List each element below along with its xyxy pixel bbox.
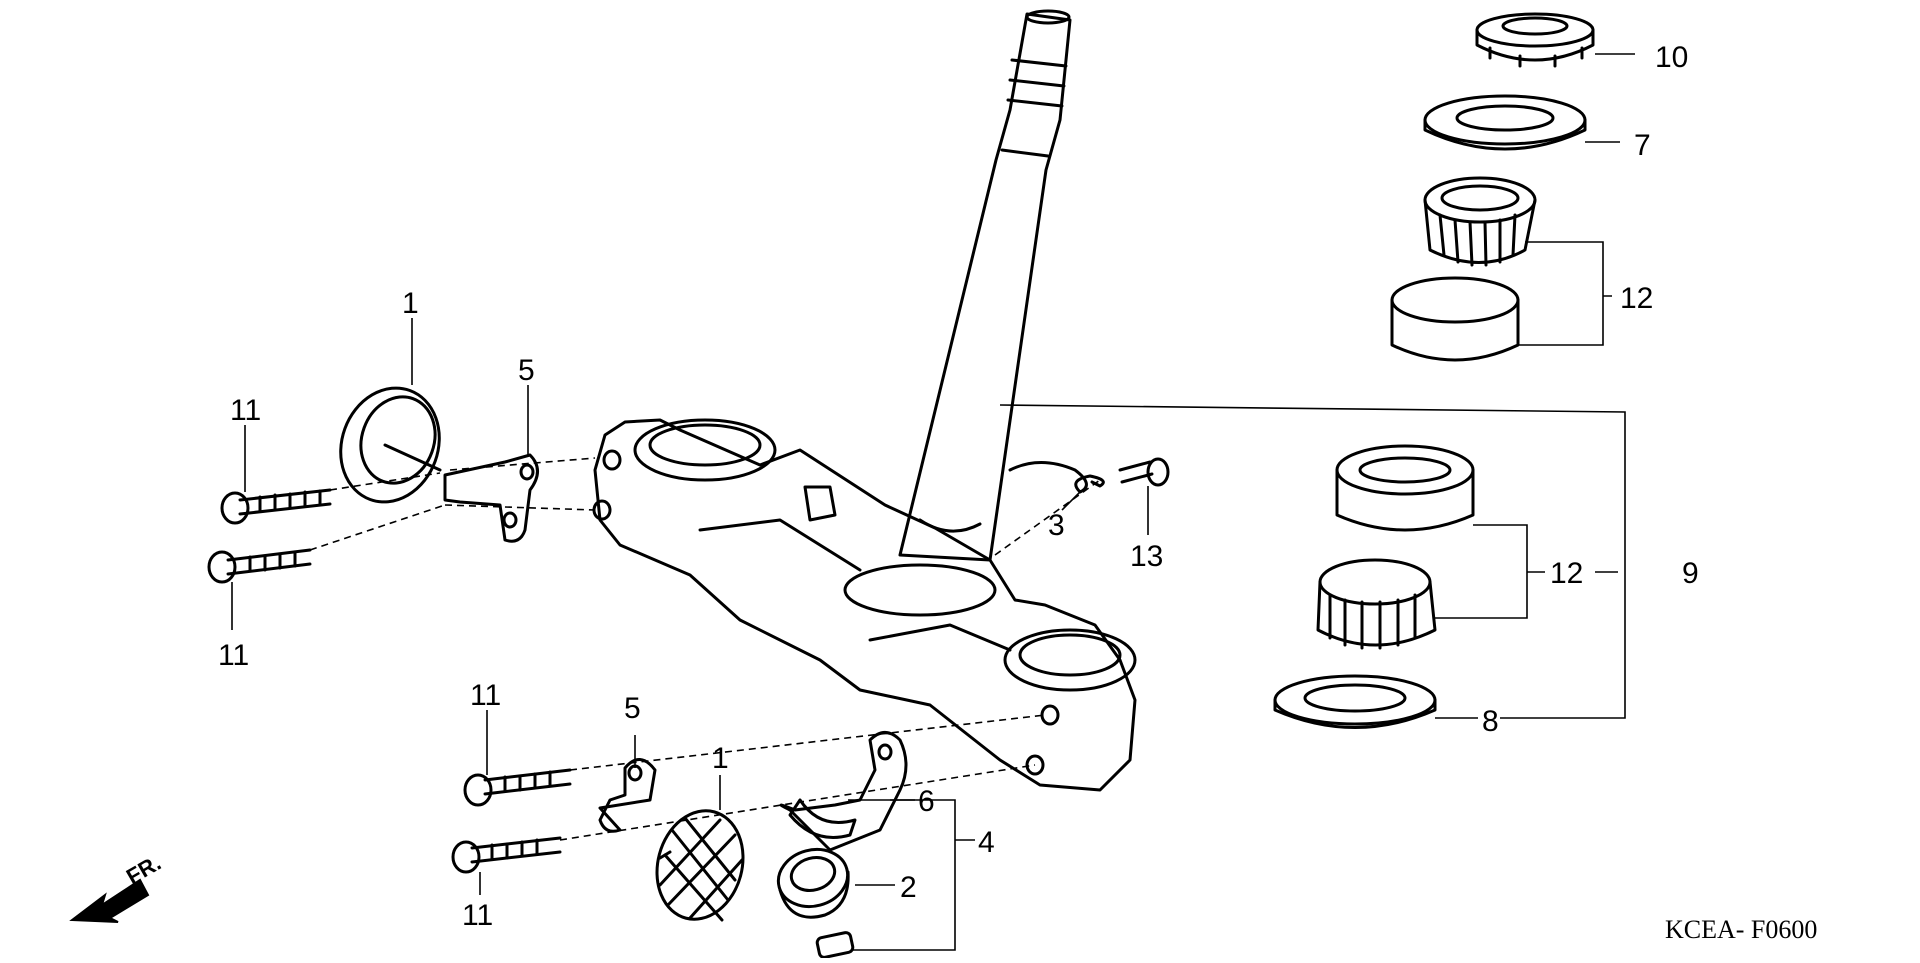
part-7-dust-seal xyxy=(1423,94,1587,151)
part-1-lower-cap xyxy=(655,809,745,922)
part-5-upper-bracket xyxy=(443,453,539,543)
part-12-upper-bearing xyxy=(1390,176,1537,362)
label-part-12-upper: 12 xyxy=(1620,282,1653,315)
part-2-grommet xyxy=(776,847,850,919)
label-part-11-upper-b: 11 xyxy=(218,639,249,672)
label-part-6: 6 xyxy=(918,785,935,818)
steering-stem-shaft xyxy=(898,9,1072,562)
small-fitting xyxy=(815,931,855,959)
part-1-upper-cap xyxy=(339,386,442,504)
label-part-5-upper: 5 xyxy=(518,354,535,387)
part-11-lower-bolt-a xyxy=(463,768,572,807)
part-3-wire-clip xyxy=(1008,461,1105,494)
reference-code: KCEA‑ F0600 xyxy=(1665,915,1817,944)
label-part-13: 13 xyxy=(1130,540,1163,573)
part-10-lock-nut xyxy=(1475,12,1595,68)
label-part-9: 9 xyxy=(1682,557,1699,590)
part-12-lower-bearing xyxy=(1316,444,1475,650)
part-11-upper-bolt-a xyxy=(220,488,332,525)
label-part-3: 3 xyxy=(1048,509,1065,542)
label-part-11-lower-b: 11 xyxy=(462,899,493,932)
part-6-hose-clamp xyxy=(779,731,908,852)
part-5-lower-bracket xyxy=(598,758,657,833)
leader-lines xyxy=(231,53,1635,951)
callout-labels: 10 7 12 12 9 8 3 13 1 5 11 11 11 11 5 1 … xyxy=(218,41,1699,932)
label-part-8: 8 xyxy=(1482,705,1499,738)
label-part-1-lower: 1 xyxy=(712,742,729,775)
label-part-12-lower: 12 xyxy=(1550,557,1583,590)
front-arrow-icon: FR. xyxy=(69,850,165,923)
label-part-1-upper: 1 xyxy=(402,287,419,320)
label-part-11-upper-a: 11 xyxy=(230,394,261,427)
label-part-4: 4 xyxy=(978,826,995,859)
label-part-10: 10 xyxy=(1655,41,1688,74)
label-part-2: 2 xyxy=(900,871,917,904)
front-direction-label: FR. xyxy=(122,850,165,889)
part-8-dust-seal xyxy=(1273,674,1437,729)
label-part-5-lower: 5 xyxy=(624,692,641,725)
label-part-11-lower-a: 11 xyxy=(470,679,501,712)
part-11-upper-bolt-b xyxy=(207,548,312,584)
part-13-bolt xyxy=(1118,457,1170,487)
part-11-lower-bolt-b xyxy=(451,836,562,874)
label-part-7: 7 xyxy=(1634,129,1651,162)
triple-clamp-body xyxy=(592,418,1137,792)
